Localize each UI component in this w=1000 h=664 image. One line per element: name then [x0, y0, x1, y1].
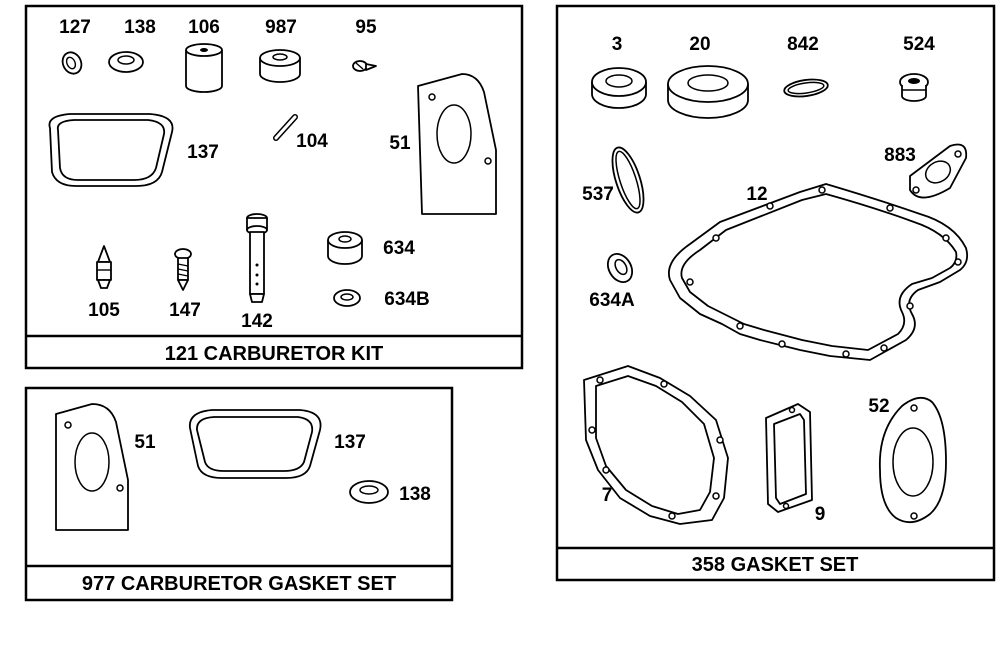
part-138-seal	[108, 51, 144, 73]
part-537-o-ring	[611, 146, 645, 214]
part-147-screw	[174, 248, 192, 291]
part-104-pin	[273, 114, 298, 141]
label-3: 3	[612, 34, 623, 55]
label-105: 105	[88, 300, 120, 321]
part-95-screw	[352, 60, 377, 72]
label-12: 12	[746, 184, 767, 205]
label-634b: 634B	[384, 289, 429, 310]
label-142: 142	[241, 311, 273, 332]
carburetor-gasket-set-title: 977 CARBURETOR GASKET SET	[82, 573, 396, 595]
part-7-head-gasket	[583, 365, 729, 525]
label-51: 51	[389, 133, 411, 154]
part-634-spacer	[327, 231, 363, 265]
label-842: 842	[787, 34, 819, 55]
part-987-spacer	[259, 49, 301, 83]
part-137-ring-gasket	[189, 409, 322, 479]
label-52: 52	[868, 396, 889, 417]
label-147: 147	[169, 300, 201, 321]
label-7: 7	[602, 485, 613, 506]
part-9-rect-gasket	[765, 403, 813, 513]
part-634b-washer	[333, 289, 361, 307]
label-137-977: 137	[334, 432, 366, 453]
label-20: 20	[689, 34, 710, 55]
gasket-set-358-title: 358 GASKET SET	[692, 554, 859, 576]
part-883-gasket	[909, 143, 968, 199]
label-138-977: 138	[399, 484, 431, 505]
label-137: 137	[187, 142, 219, 163]
carburetor-kit-title: 121 CARBURETOR KIT	[165, 343, 384, 365]
part-127-washer	[61, 51, 83, 75]
part-20-oil-seal	[667, 65, 749, 119]
label-127: 127	[59, 17, 91, 38]
label-883: 883	[884, 145, 916, 166]
label-95: 95	[355, 17, 377, 38]
part-12-crankcase-gasket	[668, 183, 969, 361]
part-51-mount-gasket	[55, 403, 129, 531]
part-3-oil-seal	[591, 67, 647, 109]
label-634a: 634A	[589, 290, 635, 311]
label-987: 987	[265, 17, 297, 38]
carburetor-gasket-set-panel: 977 CARBURETOR GASKET SET 51 137 138	[24, 386, 454, 602]
part-142-tube	[246, 213, 268, 303]
label-51-977: 51	[134, 432, 156, 453]
label-634: 634	[383, 238, 415, 259]
part-634a-washer	[606, 252, 634, 284]
part-51-mount-gasket	[417, 73, 497, 215]
label-104: 104	[296, 131, 328, 152]
label-138: 138	[124, 17, 156, 38]
carburetor-kit-panel: 121 CARBURETOR KIT 127 138 106 987	[24, 4, 524, 370]
part-842-o-ring	[783, 78, 829, 98]
gasket-set-358-panel: 358 GASKET SET 3 20 842 524	[555, 4, 996, 582]
part-52-gasket	[878, 396, 947, 524]
label-9: 9	[815, 504, 826, 525]
part-106-bushing	[185, 43, 223, 93]
part-105-needle	[96, 245, 112, 289]
label-106: 106	[188, 17, 220, 38]
part-137-ring-gasket	[48, 113, 174, 187]
part-138-seal	[349, 480, 389, 504]
label-524: 524	[903, 34, 935, 55]
part-524-plug	[899, 73, 929, 102]
label-537: 537	[582, 184, 614, 205]
